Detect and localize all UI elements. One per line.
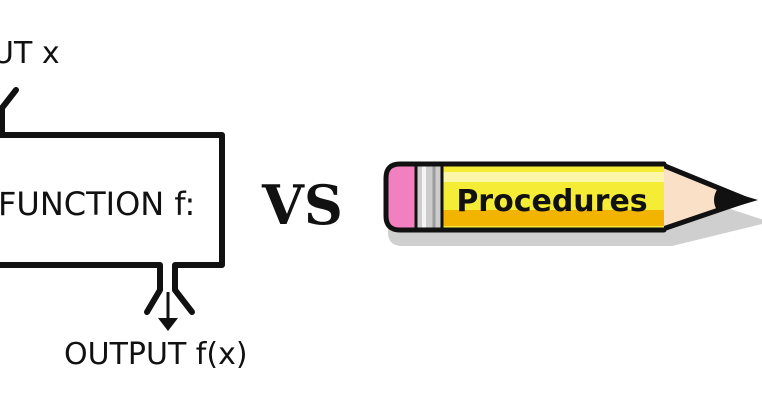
pencil-outline — [383, 161, 667, 233]
pencil-icon: Procedures — [383, 161, 762, 246]
input-funnel — [0, 87, 19, 138]
versus-label: VS — [261, 173, 343, 237]
pencil-lead — [714, 188, 758, 212]
output-label: OUTPUT f(x) — [64, 337, 248, 372]
arrow-down-icon — [158, 292, 178, 331]
pencil-body-highlight — [440, 172, 664, 182]
output-funnel-right — [172, 262, 195, 315]
output-funnel-left — [144, 262, 163, 315]
input-label: UT x — [0, 36, 60, 71]
pencil-ferrule — [416, 164, 442, 230]
pencil-body-shade — [440, 210, 664, 226]
pencil-eraser — [386, 164, 416, 230]
function-machine: UT x FUNCTION f: OUTPUT f(x) — [0, 36, 248, 372]
function-label: FUNCTION f: — [0, 185, 195, 223]
pencil-label: Procedures — [456, 184, 647, 219]
function-box — [0, 132, 225, 268]
